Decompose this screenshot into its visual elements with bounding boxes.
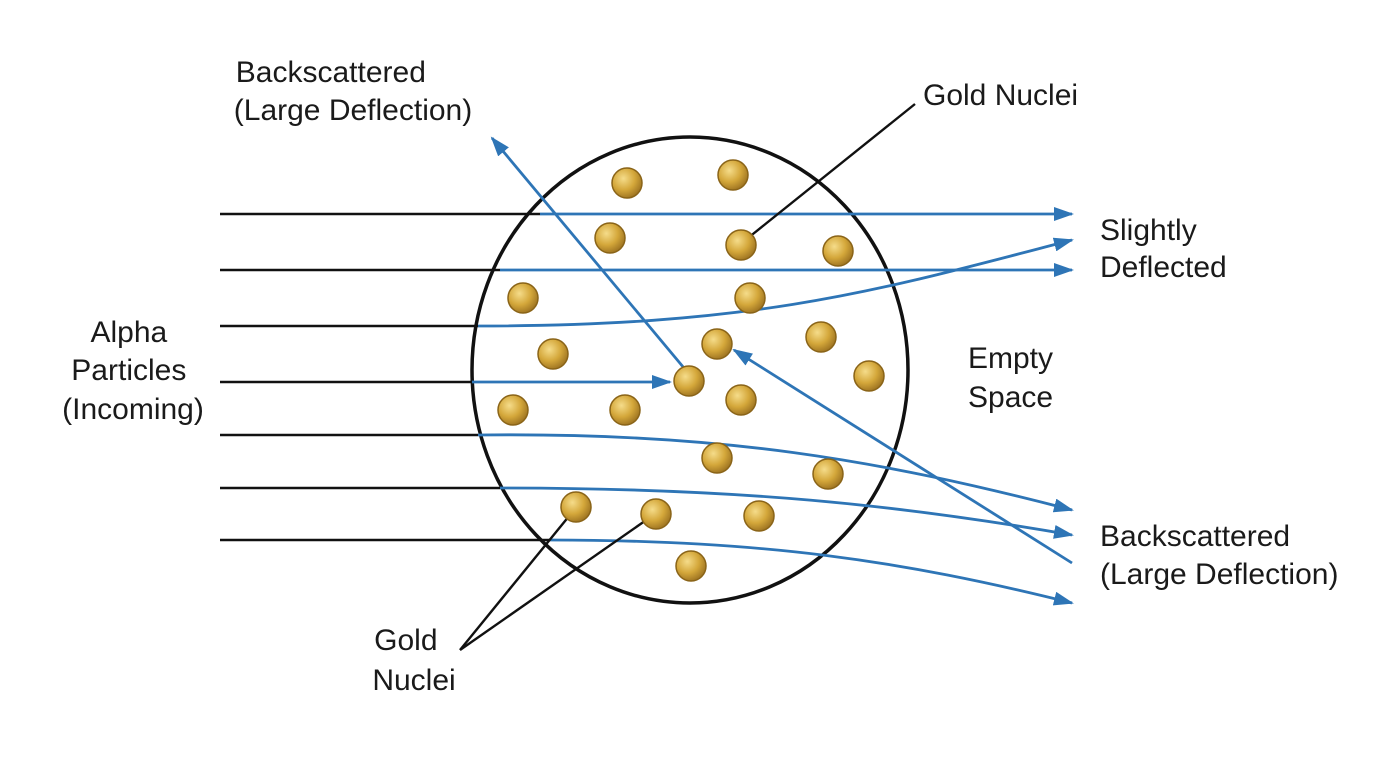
path-slightly-deflected: [477, 237, 1074, 328]
alpha-particles-label: Alpha Particles (Incoming): [62, 316, 204, 426]
gold-nucleus: [497, 394, 529, 426]
slightly-deflected-label: Slightly Deflected: [1100, 214, 1227, 284]
path-deflected-down-3: [549, 538, 1074, 606]
gold-nucleus: [594, 222, 626, 254]
gold-nucleus: [537, 338, 569, 370]
gold-nucleus: [701, 328, 733, 360]
pointer-gold-nuclei-top: [747, 103, 916, 239]
path-backscattered-up: [490, 136, 686, 369]
gold-nucleus: [675, 550, 707, 582]
gold-nucleus: [734, 282, 766, 314]
pointer-gold-nuclei-bottom-1: [459, 509, 575, 651]
gold-nuclei-top-label: Gold Nuclei: [923, 79, 1078, 112]
gold-nucleus: [611, 167, 643, 199]
backscattered-right-label: Backscattered (Large Deflection): [1100, 520, 1338, 591]
gold-foil-outline: [470, 135, 910, 605]
backscattered-top-label: Backscattered (Large Deflection): [234, 56, 472, 127]
gold-nucleus: [812, 458, 844, 490]
gold-nuclei-bottom-label: Gold Nuclei: [372, 624, 455, 697]
gold-nucleus: [560, 491, 592, 523]
gold-nucleus: [725, 384, 757, 416]
gold-nucleus: [822, 235, 854, 267]
gold-nucleus: [507, 282, 539, 314]
path-deflected-down-1: [477, 433, 1074, 513]
path-deflected-down-2: [499, 486, 1074, 539]
gold-nucleus: [743, 500, 775, 532]
gold-nucleus: [609, 394, 641, 426]
alpha-particle-paths: [472, 136, 1074, 606]
gold-nucleus: [701, 442, 733, 474]
path-backscattered-return: [732, 348, 1073, 565]
gold-nucleus: [717, 159, 749, 191]
empty-space-label: Empty Space: [968, 342, 1061, 414]
gold-nucleus: [640, 498, 672, 530]
label-pointer-lines: [459, 103, 916, 651]
gold-nucleus: [725, 229, 757, 261]
incoming-alpha-lines: [220, 212, 550, 542]
gold-nucleus: [853, 360, 885, 392]
pointer-gold-nuclei-bottom-2: [459, 515, 653, 651]
gold-nuclei: [497, 159, 885, 582]
gold-nucleus: [805, 321, 837, 353]
gold-nucleus: [673, 365, 705, 397]
